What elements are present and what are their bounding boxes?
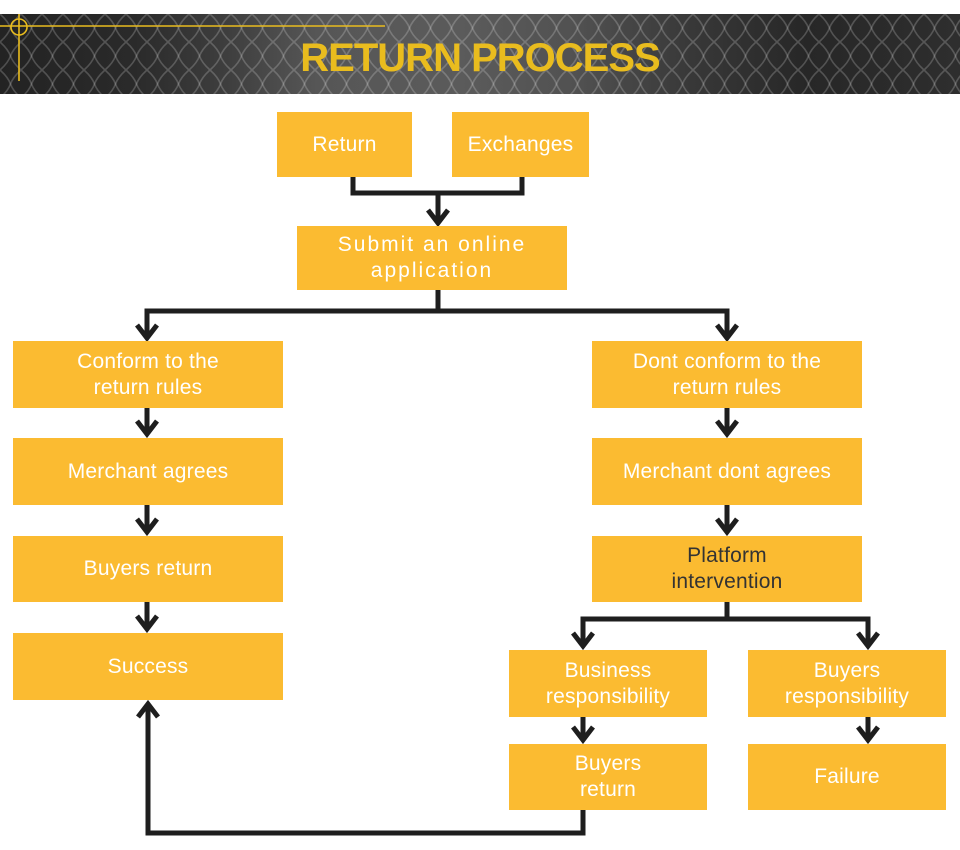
node-platform-intervention: Platform intervention <box>592 536 862 602</box>
node-dont-conform-rules: Dont conform to the return rules <box>592 341 862 408</box>
page-title: RETURN PROCESS <box>300 36 660 80</box>
node-conform-rules: Conform to the return rules <box>13 341 283 408</box>
node-merchant-agrees: Merchant agrees <box>13 438 283 505</box>
arrowhead-icon <box>426 208 450 228</box>
node-exchanges: Exchanges <box>452 112 589 177</box>
node-failure: Failure <box>748 744 946 810</box>
node-submit-application: Submit an online application <box>297 226 567 290</box>
arrowhead-icon <box>136 699 160 719</box>
arrowhead-icon <box>571 725 595 745</box>
arrowhead-icon <box>135 419 159 439</box>
crosshair-decoration-icon <box>0 14 385 81</box>
arrowhead-icon <box>135 323 159 343</box>
arrowhead-icon <box>135 614 159 634</box>
arrowhead-icon <box>571 631 595 651</box>
node-buyers-return: Buyers return <box>13 536 283 602</box>
chainlink-mesh-pattern <box>0 14 960 94</box>
connector-lines <box>144 177 871 836</box>
node-success: Success <box>13 633 283 700</box>
node-buyers-responsibility: Buyers responsibility <box>748 650 946 717</box>
arrowhead-icon <box>715 323 739 343</box>
arrowhead-icon <box>715 517 739 537</box>
arrowhead-icon <box>715 419 739 439</box>
node-return: Return <box>277 112 412 177</box>
node-buyers-return-2: Buyers return <box>509 744 707 810</box>
node-business-responsibility: Business responsibility <box>509 650 707 717</box>
arrowhead-icon <box>856 631 880 651</box>
header-banner: RETURN PROCESS <box>0 14 960 94</box>
arrowhead-icon <box>135 517 159 537</box>
node-merchant-dont-agrees: Merchant dont agrees <box>592 438 862 505</box>
arrowhead-icon <box>856 725 880 745</box>
